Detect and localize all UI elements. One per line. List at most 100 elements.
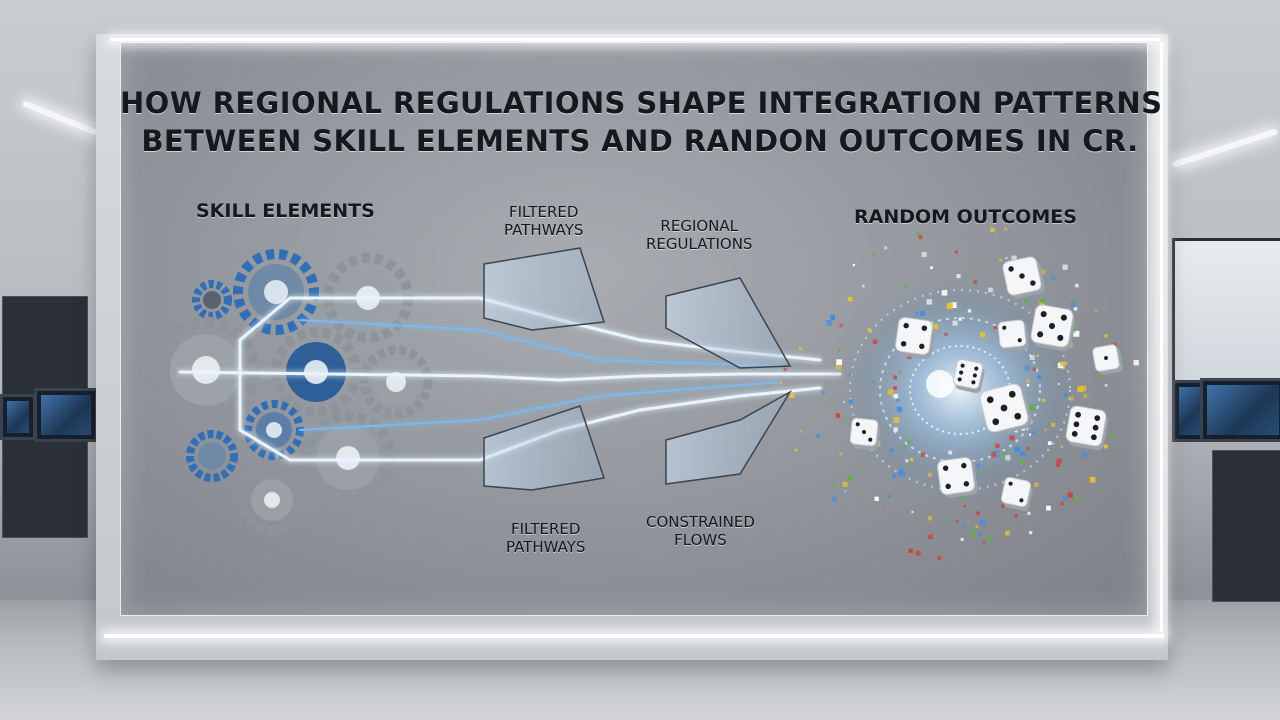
particle <box>1062 264 1068 270</box>
particle <box>902 444 906 449</box>
particle <box>967 309 972 313</box>
particle <box>898 370 902 375</box>
particle <box>976 267 980 270</box>
background-window <box>1172 238 1280 394</box>
particle <box>1073 298 1076 301</box>
particle <box>898 470 905 477</box>
particle <box>1064 393 1068 397</box>
particle <box>852 263 855 267</box>
particle <box>906 439 911 444</box>
particle <box>1051 422 1056 427</box>
particle <box>1099 374 1103 378</box>
particle <box>990 233 994 236</box>
particle <box>891 394 895 398</box>
particle <box>1070 302 1076 307</box>
particle <box>937 556 942 560</box>
particle <box>1014 429 1018 433</box>
particle <box>835 364 842 370</box>
particle <box>839 452 843 456</box>
particle <box>892 473 897 479</box>
particle <box>1016 316 1019 319</box>
particle <box>976 511 980 515</box>
label-skill-elements: SKILL ELEMENTS <box>196 200 375 222</box>
particle <box>1046 505 1051 511</box>
particle <box>1069 396 1074 401</box>
particle <box>838 349 841 352</box>
particle <box>1057 382 1060 386</box>
particle <box>978 532 982 536</box>
particle <box>921 252 927 257</box>
particle <box>835 413 841 418</box>
particle <box>893 375 898 380</box>
dice-icon <box>952 358 985 394</box>
dice-icon <box>1030 304 1076 352</box>
particle <box>847 296 853 302</box>
gears-cluster <box>152 249 433 535</box>
particle <box>1077 386 1084 393</box>
particle <box>1051 275 1056 281</box>
gear-icon <box>301 411 395 505</box>
particle <box>1005 256 1008 259</box>
funnel-icon <box>665 389 793 485</box>
particle <box>920 452 926 458</box>
particle <box>910 457 914 462</box>
particle <box>1020 460 1025 464</box>
particle <box>1001 504 1005 508</box>
particle <box>893 427 898 432</box>
particle <box>1029 404 1035 410</box>
particle <box>961 496 966 501</box>
particle <box>872 253 875 257</box>
particle <box>988 287 993 293</box>
particle <box>1080 385 1087 391</box>
particle <box>780 382 783 385</box>
dice-icon <box>1000 476 1033 512</box>
gear-icon <box>192 280 232 320</box>
label-regional-regulations-line-2: REGULATIONS <box>646 235 753 253</box>
monitor-left-2 <box>34 388 98 442</box>
particle <box>848 399 853 404</box>
particle <box>839 323 844 328</box>
particle <box>893 417 900 423</box>
particle <box>882 507 885 510</box>
monitor-right-2 <box>1200 378 1280 442</box>
particle <box>1014 446 1020 452</box>
particle <box>933 324 939 330</box>
particle <box>956 274 961 279</box>
particle <box>1113 342 1117 347</box>
particle <box>904 284 908 288</box>
dice-icon <box>979 383 1032 436</box>
label-filtered-pathways-top-line-1: FILTERED <box>508 203 579 221</box>
gear-icon <box>237 465 307 535</box>
particle <box>1026 384 1030 387</box>
label-constrained-flows-line-1: CONSTRAINED <box>646 513 755 531</box>
outcome-vortex <box>820 260 1100 520</box>
particle <box>893 386 897 390</box>
particle <box>826 320 833 326</box>
particle <box>956 520 959 523</box>
particle <box>861 284 865 288</box>
particle <box>962 523 966 527</box>
particle <box>836 359 842 365</box>
particle <box>872 339 878 344</box>
particle <box>1041 398 1046 403</box>
label-filtered-pathways-bottom: FILTERED PATHWAYS <box>506 520 585 556</box>
panel-right-light <box>1160 42 1163 632</box>
gear-icon <box>233 249 319 335</box>
particle <box>843 490 847 494</box>
headline: HOW REGIONAL REGULATIONS SHAPE INTEGRATI… <box>120 84 1162 160</box>
particle <box>1029 531 1033 535</box>
particle <box>842 481 848 487</box>
particle <box>952 320 958 326</box>
particle <box>1060 501 1064 506</box>
particle <box>1111 433 1116 438</box>
particle <box>958 317 962 321</box>
particle <box>991 451 997 458</box>
particle <box>816 434 820 438</box>
particle <box>1062 496 1067 501</box>
particle <box>843 400 846 403</box>
label-regional-regulations-line-1: REGIONAL <box>660 217 739 235</box>
particle <box>799 430 802 433</box>
dice-icon <box>895 317 935 359</box>
